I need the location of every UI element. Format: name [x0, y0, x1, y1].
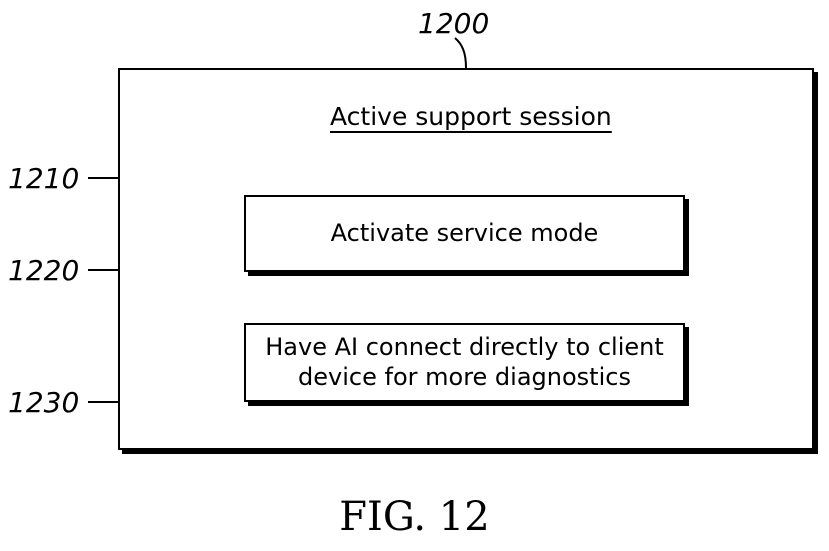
figure-caption: FIG. 12 [0, 497, 829, 537]
ref-label-1200: 1200 [418, 10, 489, 38]
ref-label-1230: 1230 [8, 389, 79, 417]
ai-connect-diagnostics-button[interactable]: Have AI connect directly to client devic… [244, 323, 685, 402]
activate-service-mode-label: Activate service mode [331, 219, 599, 248]
ref-label-1220: 1220 [8, 257, 79, 285]
session-title: Active support session [330, 104, 612, 129]
ai-connect-diagnostics-label: Have AI connect directly to client devic… [265, 333, 665, 392]
leader-line-1200 [455, 38, 466, 68]
activate-service-mode-button[interactable]: Activate service mode [244, 195, 685, 272]
ref-label-1210: 1210 [8, 165, 79, 193]
